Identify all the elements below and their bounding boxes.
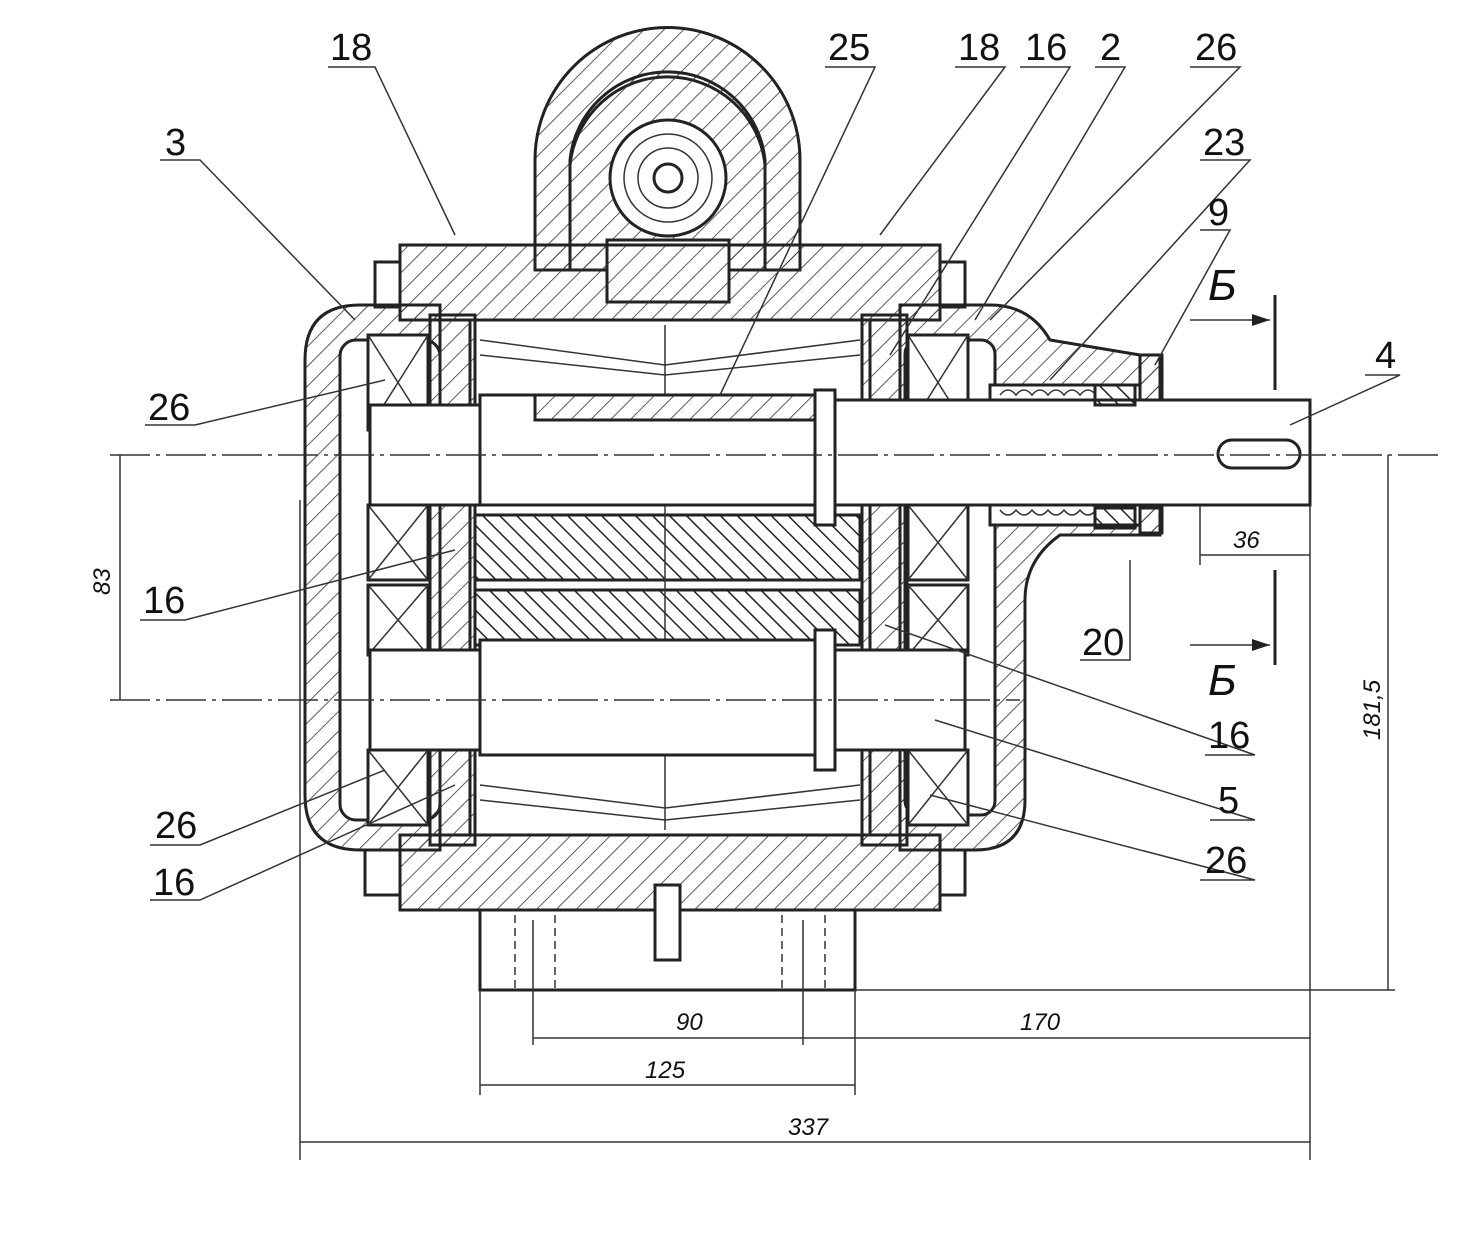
dim-181-5: 181,5 — [1359, 679, 1386, 740]
label-25: 25 — [828, 27, 870, 69]
label-3: 3 — [165, 122, 186, 164]
part-labels: 18 25 18 16 2 26 3 23 9 4 26 16 20 16 5 … — [143, 27, 1396, 904]
label-2: 2 — [1100, 27, 1121, 69]
label-5: 5 — [1218, 780, 1239, 822]
bearings — [366, 333, 970, 827]
label-26-left-lower: 26 — [155, 805, 197, 847]
label-26-left-upper: 26 — [148, 387, 190, 429]
label-18-left: 18 — [330, 27, 372, 69]
label-16-top: 16 — [1025, 27, 1067, 69]
pump-housing — [303, 243, 1162, 992]
dim-337: 337 — [788, 1114, 830, 1141]
label-18-right: 18 — [958, 27, 1000, 69]
label-4: 4 — [1375, 335, 1396, 377]
dim-90: 90 — [676, 1009, 703, 1036]
label-9: 9 — [1208, 192, 1229, 234]
dim-125: 125 — [645, 1057, 686, 1084]
section-mark-top: Б — [1208, 261, 1237, 310]
dim-170: 170 — [1020, 1009, 1061, 1036]
dimension-values: 83 36 181,5 90 170 125 337 — [89, 527, 1386, 1141]
dim-36: 36 — [1233, 527, 1260, 554]
label-26-top: 26 — [1195, 27, 1237, 69]
gear-upper — [473, 513, 862, 582]
label-16-right: 16 — [1208, 715, 1250, 757]
label-26-right-lower: 26 — [1205, 840, 1247, 882]
drive-shaft-4 — [368, 353, 1312, 535]
section-marks: Б Б — [1190, 261, 1277, 705]
label-23: 23 — [1203, 122, 1245, 164]
label-20: 20 — [1082, 622, 1124, 664]
dimension-lines — [119, 455, 1395, 1160]
section-mark-bottom: Б — [1208, 656, 1237, 705]
gear-lower — [473, 588, 862, 647]
label-16-left: 16 — [143, 580, 185, 622]
dim-83: 83 — [89, 568, 116, 595]
leader-lines — [140, 66, 1401, 901]
label-16-left-lower: 16 — [153, 862, 195, 904]
